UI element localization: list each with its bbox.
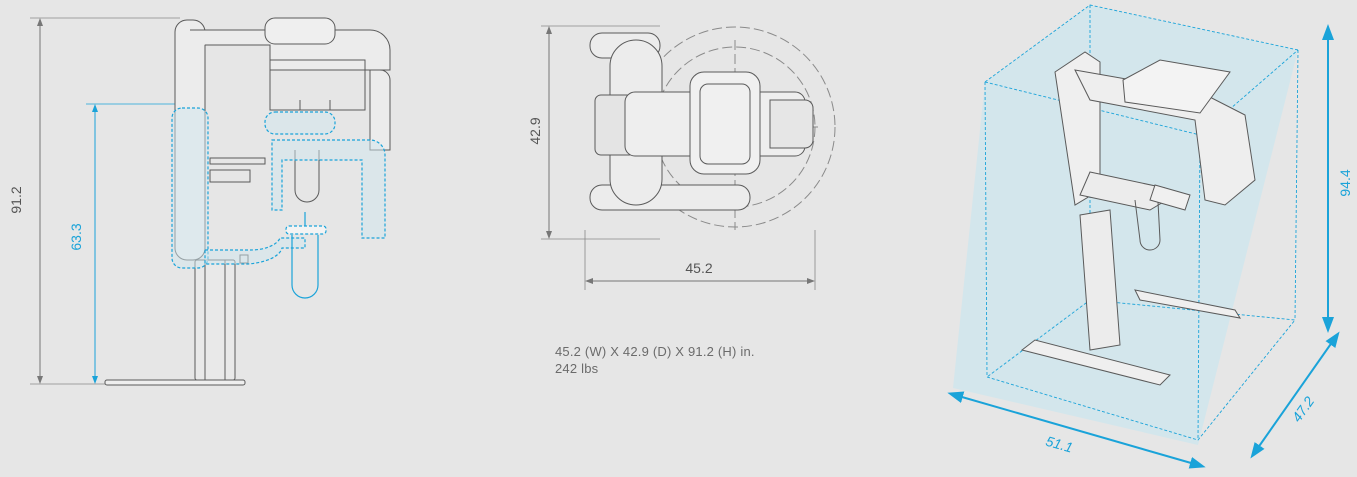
iso-view: 94.4 47.2 51.1 [947, 4, 1353, 469]
iso-height-label: 94.4 [1337, 169, 1353, 196]
top-view-width-dimension: 45.2 [584, 230, 816, 290]
iso-bounding-box [953, 4, 1299, 445]
top-view: 42.9 45.2 [527, 25, 836, 290]
top-view-depth-dimension: 42.9 [527, 25, 660, 240]
iso-machine-drawing [1020, 51, 1256, 386]
top-view-depth-label: 42.9 [527, 117, 543, 144]
total-height-label: 91.2 [8, 186, 24, 213]
side-blue-overlay [171, 107, 386, 299]
iso-depth-dimension: 47.2 [1250, 331, 1340, 459]
total-height-dimension: 91.2 [8, 17, 180, 385]
chin-height-label: 63.3 [68, 223, 84, 250]
spec-block: 45.2 (W) X 42.9 (D) X 91.2 (H) in. 242 l… [555, 343, 755, 377]
side-view: 91.2 63.3 [8, 17, 391, 386]
spec-dimensions: 45.2 (W) X 42.9 (D) X 91.2 (H) in. [555, 344, 755, 359]
top-view-width-label: 45.2 [685, 260, 712, 276]
side-machine-drawing [104, 17, 391, 386]
chin-height-dimension: 63.3 [68, 103, 176, 384]
spec-weight: 242 lbs [555, 361, 599, 376]
top-machine-drawing [589, 26, 836, 230]
iso-width-label: 51.1 [1044, 433, 1075, 456]
iso-height-dimension: 94.4 [1322, 24, 1353, 333]
iso-width-dimension: 51.1 [947, 391, 1206, 469]
